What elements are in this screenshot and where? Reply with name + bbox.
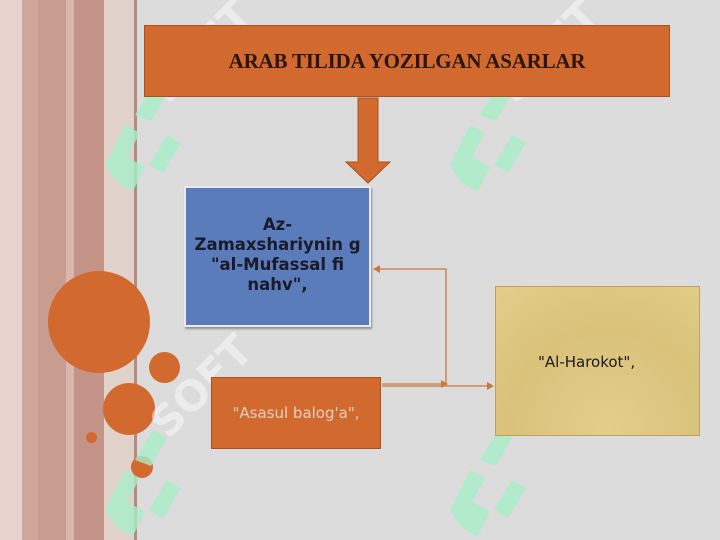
down-arrow-icon (344, 97, 392, 184)
node-al-mufassal: Az-Zamaxshariynin g "al-Mufassal fi nahv… (184, 186, 371, 327)
node-al-harokot-label: "Al-Harokot", (538, 353, 636, 371)
node-al-mufassal-label: Az-Zamaxshariynin g "al-Mufassal fi nahv… (194, 215, 361, 294)
arrowhead-icon (441, 380, 448, 388)
title-box: ARAB TILIDA YOZILGAN ASARLAR (144, 25, 670, 97)
arrowhead-icon (487, 382, 494, 390)
decorative-circle-large (48, 271, 150, 373)
node-asasul-balogha-label: "Asasul balog'a", (232, 404, 360, 422)
decorative-circle-bottom (131, 456, 153, 478)
decorative-stripes (0, 0, 140, 540)
decorative-circle-tiny (86, 432, 97, 443)
decorative-circle-medium (149, 352, 180, 383)
node-al-harokot: "Al-Harokot", (495, 286, 700, 436)
connector-arrows (375, 268, 492, 387)
arrowhead-icon (373, 265, 380, 273)
node-asasul-balogha: "Asasul balog'a", (211, 377, 381, 449)
diagram-title: ARAB TILIDA YOZILGAN ASARLAR (228, 48, 586, 73)
decorative-circle-small (103, 383, 155, 435)
